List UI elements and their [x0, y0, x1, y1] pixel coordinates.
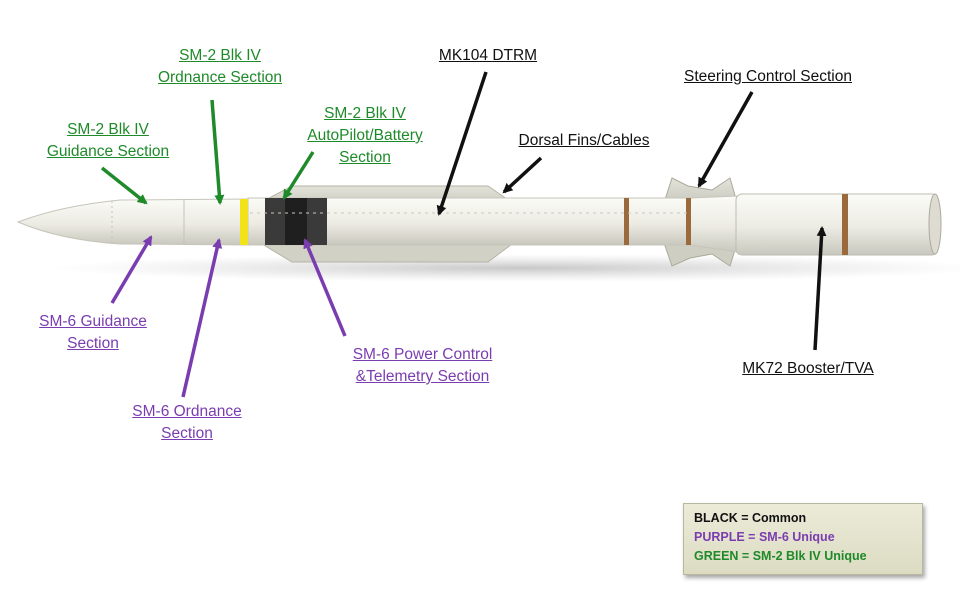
- arrow-sm2-autopilot: [282, 151, 315, 200]
- label-sm6-guidance: SM-6 Guidance Section: [39, 313, 147, 352]
- legend-green: GREEN = SM-2 Blk IV Unique: [694, 549, 867, 563]
- label-mk72: MK72 Booster/TVA: [742, 360, 874, 377]
- power-section-band-shade: [285, 198, 307, 245]
- legend-black: BLACK = Common: [694, 511, 807, 525]
- yellow-band: [240, 199, 248, 245]
- arrow-sm6-guidance: [110, 235, 153, 304]
- color-legend: BLACK = Common PURPLE = SM-6 Unique GREE…: [683, 503, 923, 575]
- arrow-sm6-ordnance: [181, 238, 223, 398]
- label-steering: Steering Control Section: [683, 68, 852, 85]
- arrow-sm2-ordnance: [210, 99, 225, 205]
- arrow-mk72: [813, 226, 827, 351]
- label-sm2-guidance: SM-2 Blk IV Guidance Section: [46, 121, 170, 160]
- missile-shadow: [50, 254, 960, 282]
- label-sm6-ordnance: SM-6 Ordnance Section: [132, 403, 242, 442]
- copper-band-3: [842, 194, 848, 255]
- label-dorsal-fins: Dorsal Fins/Cables: [518, 132, 650, 149]
- copper-band-2: [686, 198, 691, 245]
- arrow-sm2-guidance: [100, 166, 148, 205]
- arrow-dorsal: [502, 156, 543, 194]
- arrow-steering: [697, 91, 754, 188]
- label-sm2-autopilot: SM-2 Blk IV AutoPilot/Battery Section: [307, 105, 423, 166]
- arrow-mk104: [436, 71, 488, 216]
- label-sm2-ordnance: SM-2 Blk IV Ordnance Section: [157, 47, 283, 86]
- label-sm6-power: SM-6 Power Control &Telemetry Section: [352, 346, 493, 385]
- label-mk104: MK104 DTRM: [438, 47, 538, 64]
- copper-band-1: [624, 198, 629, 245]
- booster-nozzle: [928, 193, 942, 255]
- legend-purple: PURPLE = SM-6 Unique: [694, 530, 835, 544]
- arrow-sm6-power: [303, 238, 347, 337]
